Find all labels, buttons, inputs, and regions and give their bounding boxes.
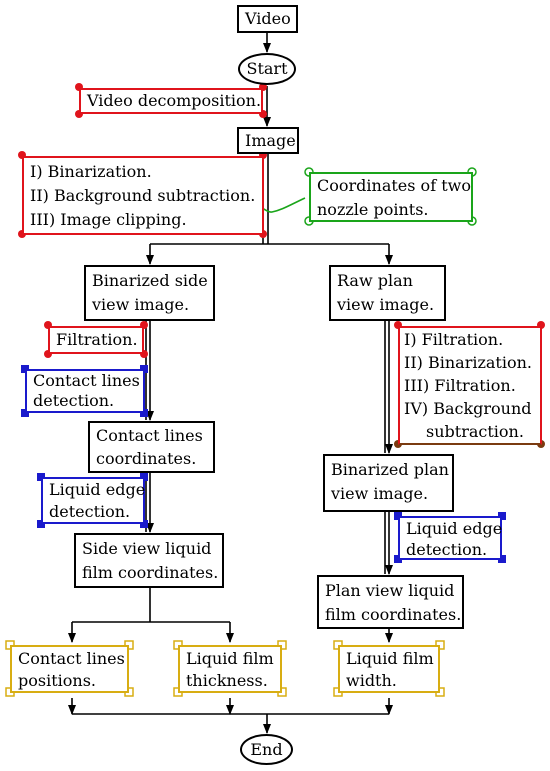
side-liquid-edge-detection-step: Liquid edge detection. <box>41 477 145 524</box>
liquid-film-width-output: Liquid film width. <box>338 645 440 693</box>
plan-process-line-4: IV) Background <box>404 399 532 418</box>
plan-view-film-coordinates-node: Plan view liquid film coordinates. <box>317 575 464 629</box>
contact-coords-line-2: coordinates. <box>96 449 197 468</box>
preprocessing-steps: I) Binarization. II) Background subtract… <box>22 156 264 235</box>
contact-lines-positions-output: Contact lines positions. <box>10 645 129 693</box>
plan-process-line-2: II) Binarization. <box>404 353 532 372</box>
preprocess-line-3: III) Image clipping. <box>30 210 187 229</box>
side-edge-line-2: detection. <box>49 502 131 521</box>
nozzle-coordinates-note: Coordinates of two nozzle points. <box>309 172 473 222</box>
contact-detection-line-2: detection. <box>33 391 115 410</box>
nozzle-line-1: Coordinates of two <box>317 176 471 195</box>
plan-processing-steps: I) Filtration. II) Binarization. III) Fi… <box>398 326 542 445</box>
raw-plan-line-2: view image. <box>337 295 435 314</box>
preprocess-line-1: I) Binarization. <box>30 162 152 181</box>
plan-film-line-1: Plan view liquid <box>325 581 455 600</box>
nozzle-line-2: nozzle points. <box>317 200 429 219</box>
raw-plan-view-node: Raw plan view image. <box>329 265 446 321</box>
side-film-line-2: film coordinates. <box>82 563 219 582</box>
plan-process-line-5: subtraction. <box>426 422 524 441</box>
plan-process-line-1: I) Filtration. <box>404 330 504 349</box>
positions-line-2: positions. <box>18 671 96 690</box>
plan-process-line-3: III) Filtration. <box>404 376 516 395</box>
binarized-side-line-2: view image. <box>92 295 190 314</box>
width-line-2: width. <box>346 671 397 690</box>
plan-edge-line-1: Liquid edge <box>406 519 503 538</box>
thickness-line-1: Liquid film <box>186 649 274 668</box>
contact-detection-line-1: Contact lines <box>33 371 140 390</box>
raw-plan-line-1: Raw plan <box>337 271 413 290</box>
width-line-1: Liquid film <box>346 649 434 668</box>
side-view-film-coordinates-node: Side view liquid film coordinates. <box>74 533 224 588</box>
side-film-line-1: Side view liquid <box>82 539 212 558</box>
binarized-plan-line-2: view image. <box>331 484 429 503</box>
plan-liquid-edge-detection-step: Liquid edge detection. <box>398 516 502 560</box>
binarized-plan-view-node: Binarized plan view image. <box>323 454 454 512</box>
video-decomposition-step: Video decomposition. <box>79 88 263 114</box>
preprocess-line-2: II) Background subtraction. <box>30 186 256 205</box>
filtration-step: Filtration. <box>48 326 144 354</box>
contact-coords-line-1: Contact lines <box>96 426 203 445</box>
end-node: End <box>240 734 293 765</box>
positions-line-1: Contact lines <box>18 649 125 668</box>
binarized-side-line-1: Binarized side <box>92 271 208 290</box>
liquid-film-thickness-output: Liquid film thickness. <box>178 645 282 693</box>
side-edge-line-1: Liquid edge <box>49 480 146 499</box>
binarized-plan-line-1: Binarized plan <box>331 460 449 479</box>
video-node: Video <box>237 5 298 33</box>
plan-film-line-2: film coordinates. <box>325 605 462 624</box>
start-node: Start <box>238 53 296 85</box>
plan-edge-line-2: detection. <box>406 540 488 559</box>
contact-lines-detection-step: Contact lines detection. <box>25 369 145 413</box>
binarized-side-view-node: Binarized side view image. <box>84 265 215 321</box>
image-node: Image <box>237 127 299 154</box>
thickness-line-2: thickness. <box>186 671 268 690</box>
contact-lines-coordinates-node: Contact lines coordinates. <box>88 421 215 473</box>
